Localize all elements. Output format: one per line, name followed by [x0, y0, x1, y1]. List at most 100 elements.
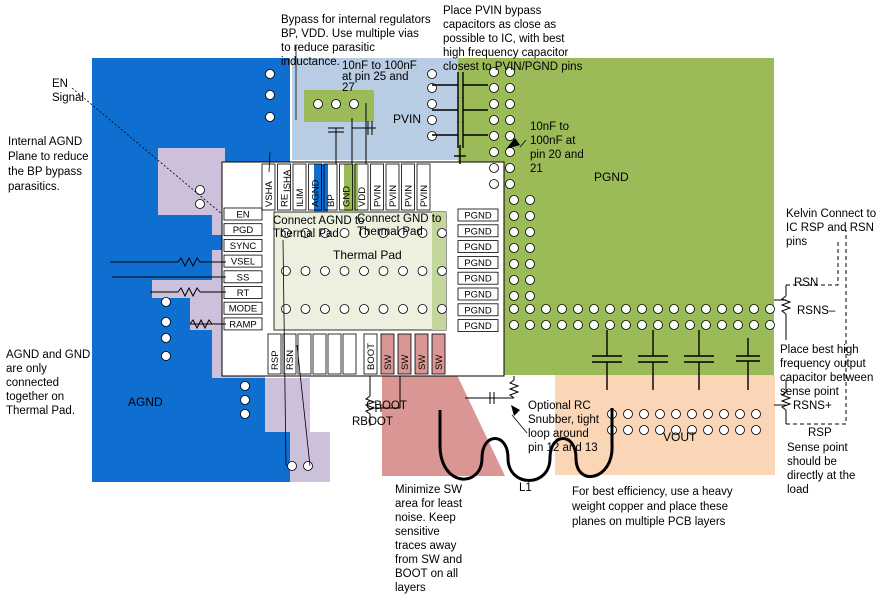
pin-pvin-top-8 [385, 163, 400, 211]
leader-lines [71, 46, 528, 467]
via [671, 409, 681, 419]
via [525, 291, 535, 301]
via [417, 304, 428, 314]
pin-label-ss: SS [237, 272, 250, 283]
pin-bottom-nc-5 [342, 333, 357, 375]
pin-label-pgnd-7: PGND [464, 321, 492, 332]
pin-label-ramp: RAMP [229, 319, 256, 330]
via [427, 83, 437, 93]
via [701, 320, 711, 330]
via [349, 99, 359, 109]
via [637, 304, 647, 314]
pin-label-sync: SYNC [230, 241, 257, 252]
via [525, 320, 535, 330]
via [303, 461, 313, 471]
left-signal-traces [110, 256, 226, 330]
snubber-boot-network [364, 376, 520, 426]
via [525, 195, 535, 205]
via [281, 266, 291, 276]
via [509, 195, 519, 205]
pin-vsha-top-0 [261, 163, 276, 211]
pgnd-label: PGND [594, 170, 629, 184]
pin-mode [223, 301, 263, 315]
pin-pgnd-6 [457, 303, 499, 317]
via [621, 320, 631, 330]
via [509, 227, 519, 237]
via [281, 304, 291, 314]
via [195, 185, 205, 195]
via [735, 425, 745, 435]
via [489, 147, 499, 157]
via [265, 90, 275, 100]
vout-plane [555, 375, 775, 475]
via [653, 304, 663, 314]
pin-label-sw-10: SW [434, 355, 445, 370]
pin-label-sw-7: SW [383, 355, 394, 370]
pvin-plane [292, 58, 458, 160]
via [751, 409, 761, 419]
via [195, 199, 205, 209]
rsp-label: RSP [808, 427, 832, 439]
via [339, 228, 350, 238]
via [489, 67, 499, 77]
pin-label-sw-8: SW [400, 355, 411, 370]
pin-label-pvin-top-9: PVIN [404, 185, 415, 207]
pin-label-pgnd-6: PGND [464, 305, 492, 316]
via [509, 275, 519, 285]
pin-label-pgnd-5: PGND [464, 290, 492, 301]
via [733, 320, 743, 330]
via [505, 147, 515, 157]
rboot-label: RBOOT [352, 416, 393, 428]
via [161, 317, 171, 327]
via [733, 304, 743, 314]
via [300, 228, 311, 238]
via [623, 409, 633, 419]
pin-agnd-top-3 [308, 163, 322, 211]
pin-label-re-top-1: RE [280, 194, 291, 207]
rsn-label: RSN [794, 277, 818, 289]
pin-label-pgd: PGD [233, 225, 254, 236]
via [313, 99, 323, 109]
via [605, 320, 615, 330]
via [398, 266, 408, 276]
pin-pgnd-3 [457, 255, 499, 269]
via [669, 304, 679, 314]
rsns-minus-label: RSNS– [797, 305, 836, 317]
via [557, 320, 567, 330]
via [685, 304, 695, 314]
pin-label-pgnd-3: PGND [464, 258, 492, 269]
via [541, 320, 551, 330]
pin-pgnd-5 [457, 287, 499, 301]
via [505, 163, 515, 173]
kelvin-sense-network [774, 230, 847, 425]
via [525, 227, 535, 237]
via [489, 179, 499, 189]
via [749, 304, 759, 314]
via [751, 425, 761, 435]
bp-vdd-bypass-caps [328, 103, 376, 164]
pin-label-vsha-top-0: VSHA [264, 180, 275, 207]
via [398, 228, 408, 238]
via [489, 115, 499, 125]
via [685, 320, 695, 330]
pin-pgnd-2 [457, 240, 499, 254]
via [505, 99, 515, 109]
pin-label-agnd-top-3: AGND [311, 179, 322, 207]
pin-pgd [223, 223, 263, 237]
pin-pgnd-7 [457, 319, 499, 333]
via [265, 112, 275, 122]
via [398, 304, 408, 314]
via [639, 425, 649, 435]
via [489, 131, 499, 141]
via [339, 304, 350, 314]
vout-label: VOUT [663, 430, 697, 444]
via [573, 304, 583, 314]
pin-label-sw-9: SW [417, 355, 428, 370]
